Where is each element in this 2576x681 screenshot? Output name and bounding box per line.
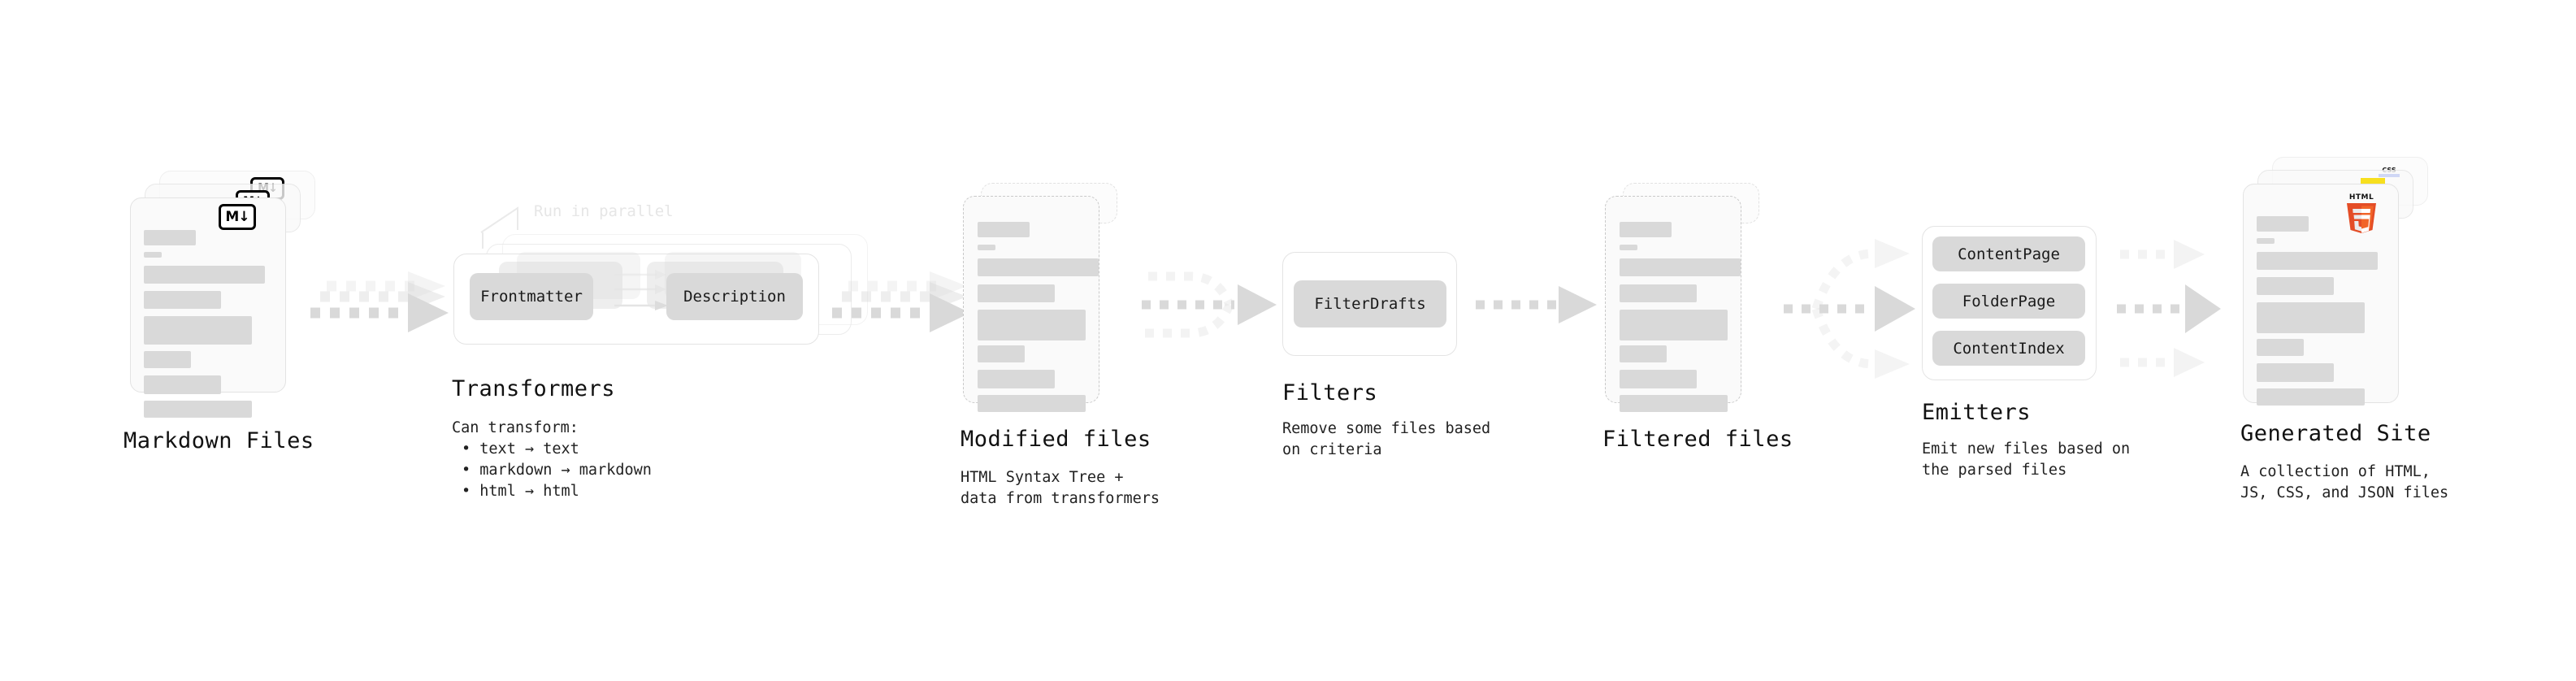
skeleton-line [978,370,1055,388]
modified-files-stack [963,183,1150,427]
transformers-caption: Transformers [452,376,616,401]
skeleton-line [1620,222,1672,237]
arrow-filtered-to-emitters [1784,236,1930,382]
generated-site-description: A collection of HTML, JS, CSS, and JSON … [2240,463,2449,501]
skeleton-line [144,230,196,245]
skeleton-line [144,351,191,368]
skeleton-line [144,401,252,418]
modified-files-caption: Modified files [961,427,1151,452]
skeleton-line [144,375,221,394]
skeleton-line [978,222,1030,237]
svg-text:HTML: HTML [2349,193,2374,202]
emitter-node-contentindex[interactable]: ContentIndex [1932,331,2085,366]
skeleton-line [978,345,1025,362]
transformer-node-frontmatter[interactable]: Frontmatter [470,273,593,320]
filters-description: Remove some files based on criteria [1282,420,1491,458]
transformers-bullet-2: • html → html [462,483,579,500]
markdown-badge: M↓ [219,204,256,230]
transformers-bullet-1: • markdown → markdown [462,462,652,479]
skeleton-line [2257,252,2378,270]
generated-site-stack: CSS HTML [2243,157,2446,425]
filtered-files-caption: Filtered files [1602,427,1793,452]
filters-caption: Filters [1282,380,1378,406]
skeleton-line [1620,258,1741,276]
skeleton-line [144,291,221,309]
transformer-node-description[interactable]: Description [666,273,803,320]
filtered-files-stack [1605,183,1792,427]
skeleton-line [2257,363,2334,382]
emitters-description: Emit new files based on the parsed files [1922,440,2131,479]
skeleton-line [144,316,252,345]
skeleton-line [1620,345,1667,362]
emitter-node-contentpage[interactable]: ContentPage [1932,236,2085,271]
skeleton-line [978,258,1099,276]
transformer-inner-arrows [614,265,704,330]
emitters-caption: Emitters [1922,400,2032,425]
skeleton-line [2257,238,2275,244]
skeleton-line [1620,370,1697,388]
skeleton-line [978,310,1086,340]
html5-badge: HTML [2342,189,2381,235]
skeleton-line [1620,395,1728,412]
arrow-modified-to-filters [1134,260,1280,349]
skeleton-line [978,284,1055,302]
skeleton-line [2257,216,2309,232]
modified-files-description: HTML Syntax Tree + data from transformer… [961,469,1160,507]
skeleton-line [978,245,995,250]
generated-site-caption: Generated Site [2240,421,2431,446]
skeleton-line [2257,339,2304,356]
skeleton-line [144,266,265,284]
skeleton-line [144,252,162,258]
skeleton-line [978,395,1086,412]
transformers-bullet-0: • text → text [462,440,579,458]
run-in-parallel-label: Run in parallel [534,202,674,220]
markdown-files-stack: M↓ M↓ M↓ [130,171,317,423]
arrow-transformers-to-modified [824,268,978,349]
skeleton-line [1620,284,1697,302]
arrow-markdown-to-transformers [302,268,457,349]
skeleton-line [1620,310,1728,340]
markdown-files-caption: Markdown Files [124,428,314,453]
skeleton-line [2257,388,2365,406]
run-in-parallel-leader-line [480,202,530,249]
arrow-filters-to-filtered [1471,286,1601,337]
filter-node-filterdrafts[interactable]: FilterDrafts [1294,280,1446,327]
skeleton-line [2257,302,2365,333]
skeleton-line [2257,277,2334,295]
skeleton-line [1620,245,1637,250]
transformers-description: Can transform: [452,419,579,436]
arrow-emitters-to-site [2117,234,2247,380]
emitter-node-folderpage[interactable]: FolderPage [1932,284,2085,319]
